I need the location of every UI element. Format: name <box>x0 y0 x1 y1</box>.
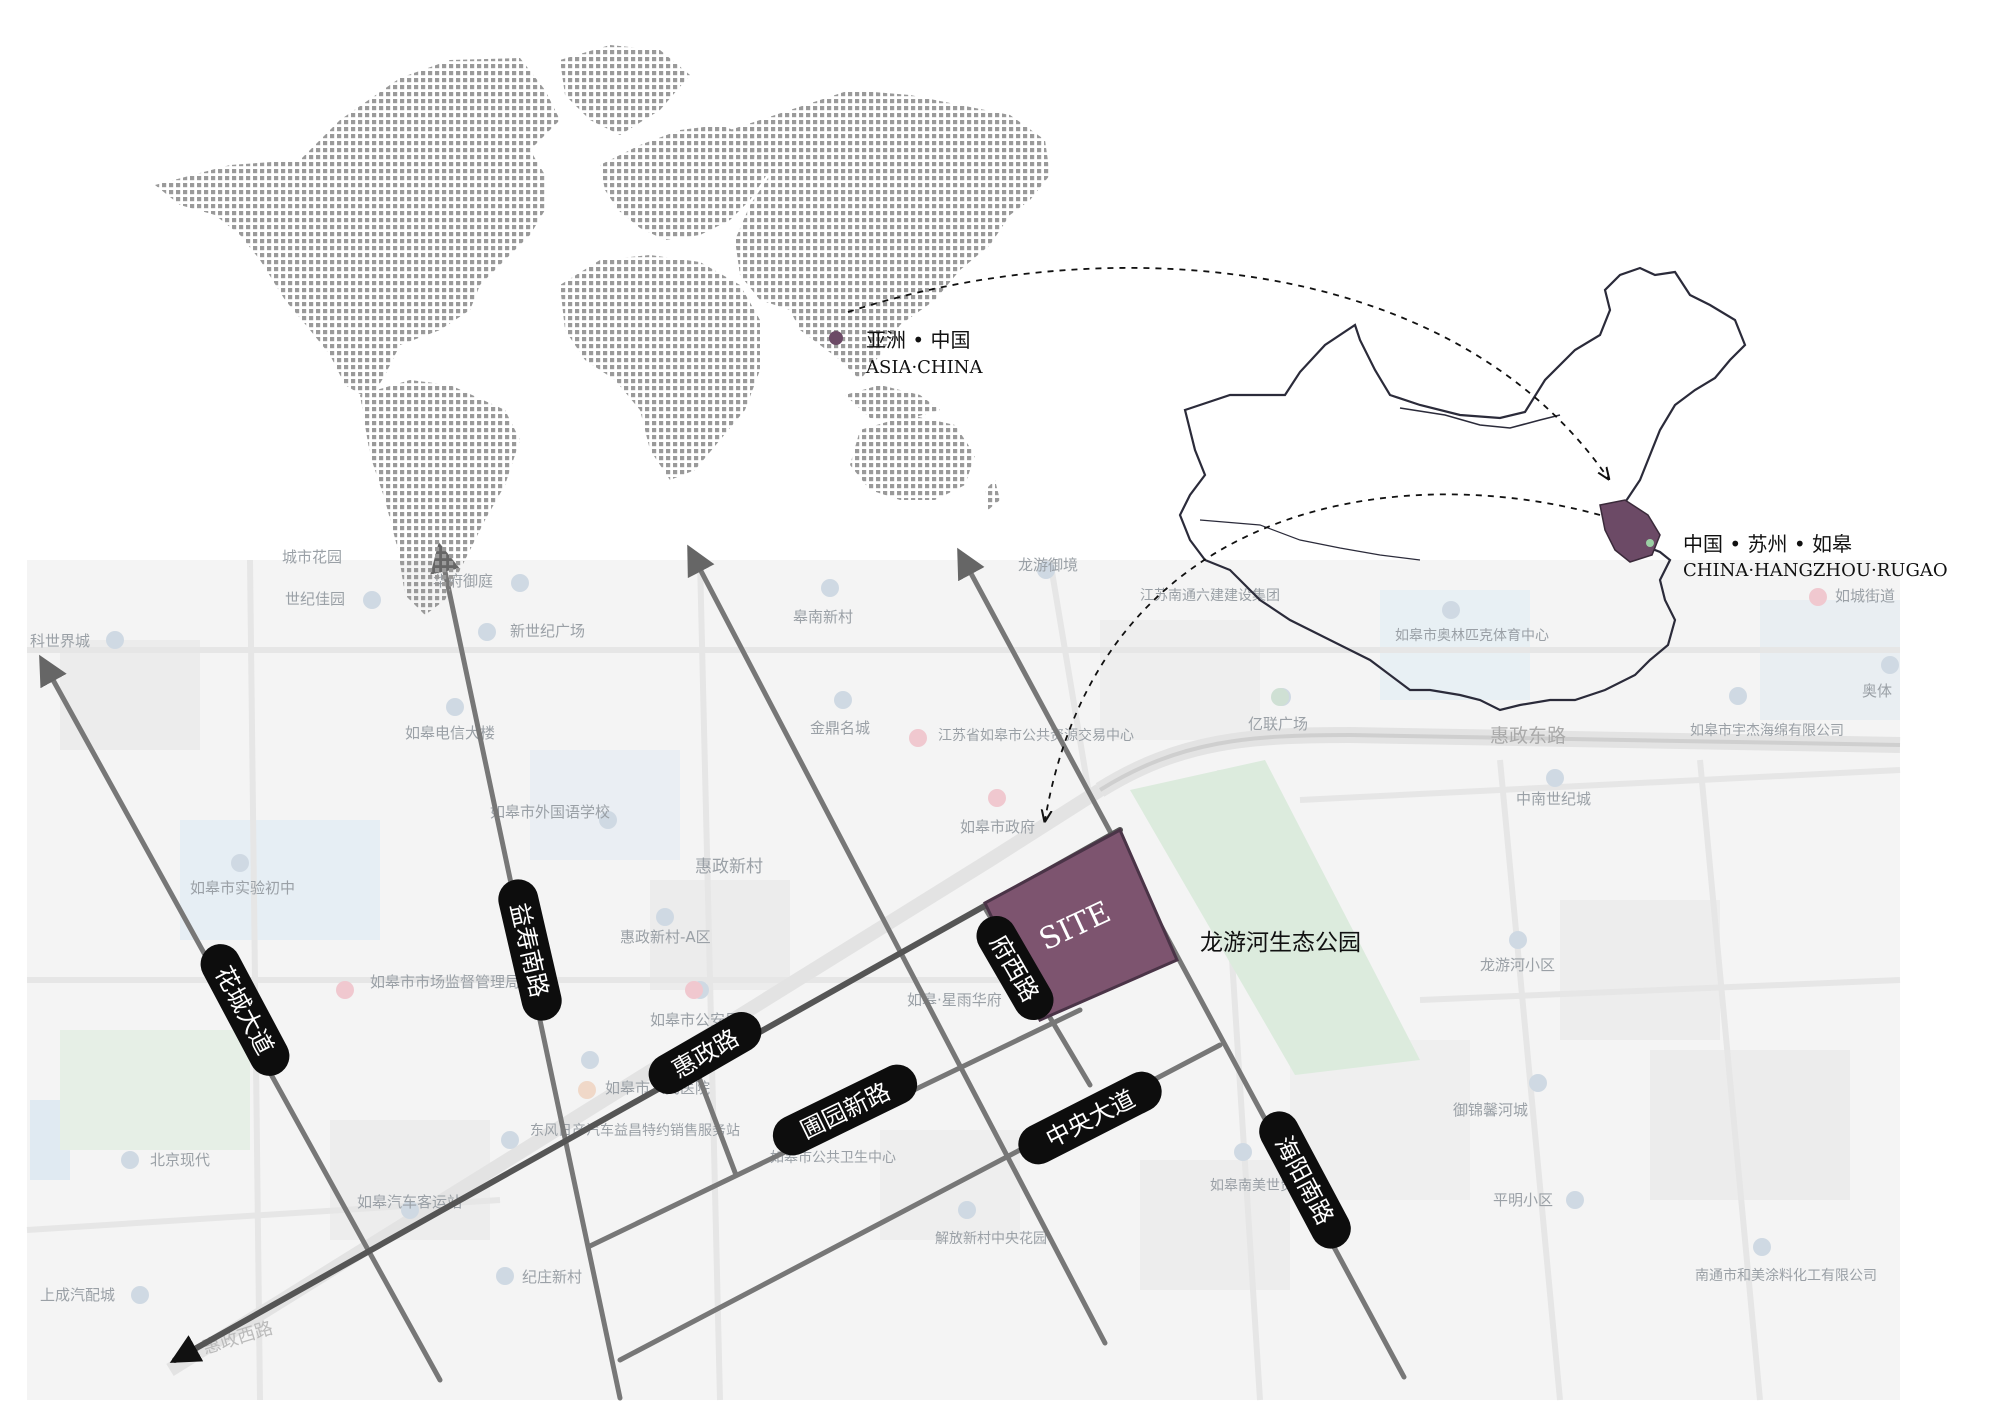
poi-label: 奥体 <box>1862 682 1892 700</box>
arrow-world-to-china <box>847 267 1608 478</box>
jiangsu-highlight <box>1599 499 1661 563</box>
world-label-en: ASIA·CHINA <box>865 357 983 378</box>
china-inner-border <box>1199 519 1421 561</box>
park-area <box>1130 760 1420 1075</box>
world-label-cn: 亚洲 • 中国 <box>866 328 971 352</box>
park-label: 龙游河生态公园 <box>1200 930 1361 956</box>
poi-label: 如皋电信大楼 <box>405 724 495 742</box>
poi-label: 江苏南通六建建设集团 <box>1140 587 1280 604</box>
arrow-china-to-site <box>1045 493 1601 820</box>
china-label-cn: 中国 • 苏州 • 如皋 <box>1683 532 1852 556</box>
continent-south-america <box>360 380 520 615</box>
poi-label: 如皋市市场监督管理局 <box>370 973 520 991</box>
poi-label: 平明小区 <box>1493 1191 1553 1209</box>
poi-label: 如皋市政府 <box>960 818 1035 836</box>
continent-sea-islands <box>845 385 940 420</box>
street-name-huizheng-east: 惠政东路 <box>1490 725 1566 747</box>
poi-label: 北京现代 <box>150 1151 210 1169</box>
asia-china-marker <box>829 331 843 345</box>
poi-label: 御锦馨河城 <box>1453 1101 1528 1119</box>
poi-label: 金鼎名城 <box>810 719 870 737</box>
china-map <box>1178 266 1747 712</box>
poi-label: 龙游河小区 <box>1480 956 1555 974</box>
poi-label: 如城街道 <box>1835 587 1895 605</box>
poi-markers <box>106 561 1899 1304</box>
china-inner-border <box>1399 407 1561 429</box>
road-central-diagonal <box>687 544 1108 1346</box>
poi-label: 世纪佳园 <box>285 590 345 608</box>
poi-label: 科世界城 <box>30 632 90 650</box>
china-label-en: CHINA·HANGZHOU·RUGAO <box>1683 560 1948 581</box>
poi-label: 新世纪广场 <box>510 622 585 640</box>
poi-label: 皋南新村 <box>793 608 853 626</box>
poi-label: 如皋市宇杰海绵有限公司 <box>1690 722 1844 739</box>
continent-nz <box>985 480 1000 510</box>
continent-australia <box>850 415 975 500</box>
poi-label: 惠政新村 <box>695 857 763 877</box>
world-map <box>155 45 1050 615</box>
poi-label: 城市花园 <box>282 548 342 566</box>
poi-label: 如皋市实验初中 <box>190 879 295 897</box>
poi-label: 江苏省如皋市公共资源交易中心 <box>938 727 1134 744</box>
poi-label: 如皋·星雨华府 <box>907 991 1002 1009</box>
continent-asia <box>730 90 1050 380</box>
poi-labels: 城市花园 华府御庭 世纪佳园 新世纪广场 科世界城 如皋电信大楼 如皋市外国语学… <box>30 548 1895 1359</box>
poi-label: 如皋汽车客运站 <box>357 1193 462 1211</box>
poi-label: 纪庄新村 <box>522 1268 582 1286</box>
poi-label: 亿联广场 <box>1248 715 1308 733</box>
poi-label: 如皋市外国语学校 <box>490 803 610 821</box>
continent-greenland <box>560 45 690 135</box>
poi-label: 惠政新村-A区 <box>620 928 711 946</box>
rugao-marker <box>1646 539 1654 547</box>
road-connector <box>697 1077 739 1178</box>
continent-europe <box>600 125 770 240</box>
connector-arrows <box>847 267 1608 820</box>
poi-label: 上成汽配城 <box>40 1286 115 1304</box>
poi-label: 南通市和美涂料化工有限公司 <box>1695 1267 1877 1284</box>
continent-africa <box>560 255 760 480</box>
poi-label: 解放新村中央花园 <box>935 1231 1047 1247</box>
local-map-background <box>26 559 1901 1401</box>
road-huizheng <box>169 827 1123 1363</box>
poi-label: 龙游御境 <box>1018 556 1078 574</box>
poi-label: 中南世纪城 <box>1516 790 1591 808</box>
continent-north-america <box>155 58 560 400</box>
poi-label: 如皋市奥林匹克体育中心 <box>1395 627 1549 644</box>
